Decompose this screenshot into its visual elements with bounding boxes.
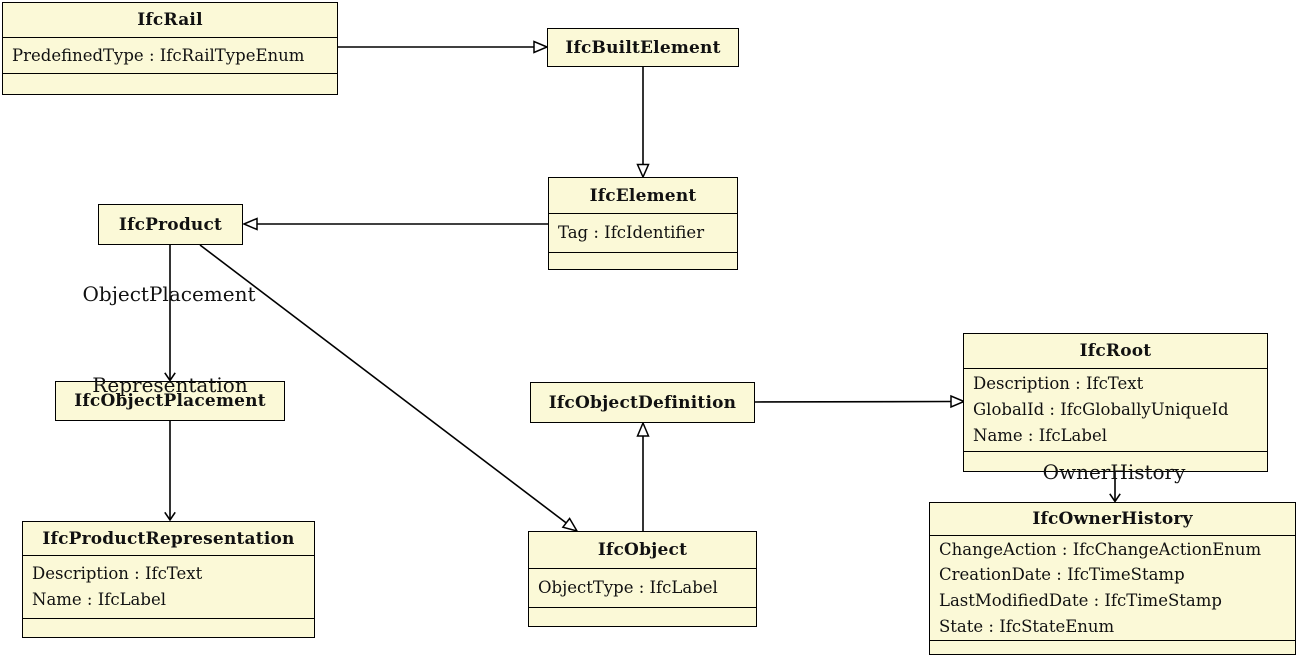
class-empty-compartment bbox=[529, 607, 756, 626]
class-attributes: PredefinedType : IfcRailTypeEnum bbox=[3, 37, 337, 73]
inheritance-arrowhead bbox=[950, 394, 966, 409]
attribute: ObjectType : IfcLabel bbox=[538, 578, 718, 598]
class-title: IfcElement bbox=[589, 185, 697, 206]
class-title: IfcOwnerHistory bbox=[1032, 509, 1193, 529]
attribute: CreationDate : IfcTimeStamp bbox=[939, 565, 1185, 585]
class-ifcownerhistory: IfcOwnerHistory ChangeAction : IfcChange… bbox=[929, 502, 1296, 655]
attribute: Name : IfcLabel bbox=[32, 590, 166, 609]
class-title: IfcBuiltElement bbox=[565, 37, 721, 58]
attribute: ChangeAction : IfcChangeActionEnum bbox=[939, 539, 1262, 559]
class-attributes: Tag : IfcIdentifier bbox=[549, 213, 737, 252]
class-title: IfcProductRepresentation bbox=[42, 528, 295, 549]
class-title: IfcRoot bbox=[1079, 341, 1152, 361]
class-ifcelement: IfcElement Tag : IfcIdentifier bbox=[548, 177, 738, 270]
edge-ifcproduct-ifcobject bbox=[199, 244, 567, 524]
inheritance-arrowhead bbox=[636, 421, 650, 437]
class-empty-compartment bbox=[964, 451, 1267, 471]
class-ifcobjectdefinition: IfcObjectDefinition bbox=[530, 382, 755, 423]
class-empty-compartment bbox=[23, 618, 314, 637]
class-title: IfcProduct bbox=[118, 214, 223, 235]
edge-label-objectplacement: ObjectPlacement bbox=[82, 282, 256, 306]
class-attributes: Description : IfcText Name : IfcLabel bbox=[23, 555, 314, 618]
class-empty-compartment bbox=[549, 252, 737, 269]
class-attributes: ChangeAction : IfcChangeActionEnum Creat… bbox=[930, 535, 1295, 640]
inheritance-arrowhead bbox=[533, 40, 549, 54]
edge-ifcobjectdefinition-ifcroot bbox=[754, 400, 952, 403]
class-ifcobjectplacement: IfcObjectPlacement bbox=[55, 381, 285, 421]
class-title: IfcRail bbox=[137, 10, 203, 30]
inheritance-arrowhead bbox=[636, 163, 650, 179]
class-title: IfcObjectDefinition bbox=[548, 392, 737, 413]
class-empty-compartment bbox=[3, 73, 337, 94]
attribute: Description : IfcText bbox=[32, 564, 203, 584]
class-ifcrail: IfcRail PredefinedType : IfcRailTypeEnum bbox=[2, 2, 338, 95]
class-ifcproductrepresentation: IfcProductRepresentation Description : I… bbox=[22, 521, 315, 638]
class-empty-compartment bbox=[930, 640, 1295, 654]
attribute: GlobalId : IfcGloballyUniqueId bbox=[973, 400, 1229, 420]
attribute: Tag : IfcIdentifier bbox=[558, 223, 705, 243]
edge-label-ownerhistory: OwnerHistory bbox=[1042, 460, 1186, 484]
association-arrowhead bbox=[164, 511, 176, 522]
class-ifcbuiltelement: IfcBuiltElement bbox=[547, 28, 739, 67]
attribute: State : IfcStateEnum bbox=[939, 616, 1115, 636]
class-attributes: ObjectType : IfcLabel bbox=[529, 568, 756, 607]
class-ifcobject: IfcObject ObjectType : IfcLabel bbox=[528, 531, 757, 627]
attribute: Description : IfcText bbox=[973, 374, 1144, 394]
class-title: IfcObject bbox=[597, 540, 688, 560]
attribute: LastModifiedDate : IfcTimeStamp bbox=[939, 591, 1222, 610]
class-ifcroot: IfcRoot Description : IfcText GlobalId :… bbox=[963, 333, 1268, 472]
inheritance-arrowhead bbox=[242, 217, 258, 231]
edge-label-representation: Representation bbox=[92, 373, 248, 397]
attribute: Name : IfcLabel bbox=[973, 425, 1107, 445]
class-title: IfcObjectPlacement bbox=[74, 391, 266, 411]
class-ifcproduct: IfcProduct bbox=[98, 204, 243, 245]
inheritance-arrowhead bbox=[561, 517, 579, 533]
class-attributes: Description : IfcText GlobalId : IfcGlob… bbox=[964, 368, 1267, 451]
association-arrowhead bbox=[1109, 493, 1121, 503]
association-arrowhead bbox=[164, 372, 176, 382]
attribute: PredefinedType : IfcRailTypeEnum bbox=[12, 45, 305, 65]
